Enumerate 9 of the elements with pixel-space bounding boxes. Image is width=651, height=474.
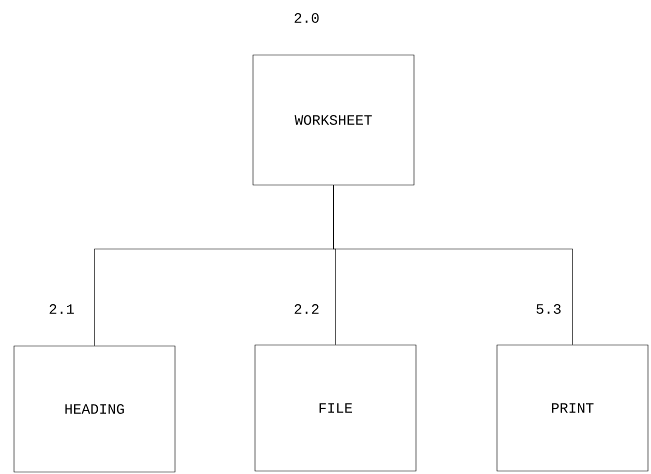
node-number: 2.2 (294, 304, 319, 314)
process-box: HEADING (14, 346, 176, 472)
node-number: 2.1 (50, 304, 74, 314)
node-number: 2.0 (294, 13, 319, 23)
connector-line (333, 185, 573, 345)
process-box: PRINT (496, 344, 648, 472)
node-number: 5.3 (536, 304, 561, 314)
process-box: FILE (254, 344, 416, 472)
process-box: WORKSHEET (252, 54, 414, 186)
